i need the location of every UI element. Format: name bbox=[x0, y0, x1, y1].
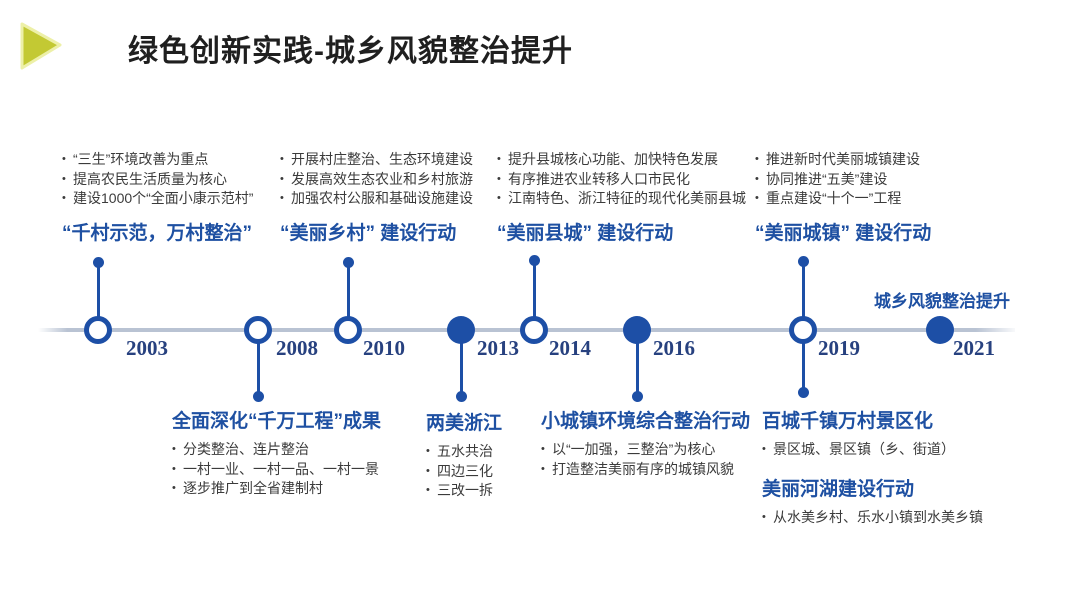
timeline-end-label: 城乡风貌整治提升 bbox=[874, 292, 1010, 311]
milestone-heading-2010: “美丽乡村” 建设行动 bbox=[280, 222, 457, 244]
bullet-item: 重点建设“十个一”工程 bbox=[755, 189, 931, 209]
timeline-stem-2008 bbox=[256, 342, 260, 394]
year-label-2003: 2003 bbox=[126, 336, 168, 360]
timeline-dot-2019-down bbox=[797, 387, 809, 398]
slide-title: 绿色创新实践-城乡风貌整治提升 bbox=[128, 35, 573, 68]
milestone-heading-2013: 两美浙江 bbox=[426, 413, 503, 434]
timeline-stem-2016 bbox=[635, 342, 639, 394]
bullet-item: 逐步推广到全省建制村 bbox=[172, 479, 381, 499]
bullet-item: 有序推进农业转移人口市民化 bbox=[497, 170, 746, 190]
timeline-node-2013 bbox=[447, 316, 475, 344]
bullet-item: 协同推进“五美”建设 bbox=[755, 170, 931, 190]
milestone-block-2003-above: “三生”环境改善为重点 提高农民生活质量为核心 建设1000个“全面小康示范村”… bbox=[62, 150, 253, 245]
bullet-item: 打造整洁美丽有序的城镇风貌 bbox=[541, 460, 750, 480]
timeline-dot-2010 bbox=[342, 257, 354, 268]
timeline-dot-2014 bbox=[528, 255, 540, 266]
timeline-stem-2013 bbox=[459, 342, 463, 394]
bullet-item: 开展村庄整治、生态环境建设 bbox=[280, 150, 473, 170]
year-label-2019: 2019 bbox=[818, 336, 860, 360]
timeline-dot-2008 bbox=[252, 391, 264, 402]
year-label-2016: 2016 bbox=[653, 336, 695, 360]
year-label-2008: 2008 bbox=[276, 336, 318, 360]
timeline-dot-2016 bbox=[631, 391, 643, 402]
milestone-heading-2008: 全面深化“千万工程”成果 bbox=[172, 411, 382, 432]
play-triangle-icon bbox=[20, 22, 62, 70]
milestone-heading-2019: “美丽城镇” 建设行动 bbox=[755, 222, 932, 244]
milestone-heading-2016: 小城镇环境综合整治行动 bbox=[541, 411, 751, 432]
milestone-heading-2019-rivers: 美丽河湖建设行动 bbox=[762, 478, 915, 500]
timeline-stem-2019-down bbox=[801, 342, 805, 390]
timeline-node-2003 bbox=[84, 316, 112, 344]
bullet-list-2008: 分类整治、连片整治 一村一业、一村一品、一村一景 逐步推广到全省建制村 bbox=[172, 440, 381, 499]
bullet-item: 提升县城核心功能、加快特色发展 bbox=[497, 150, 746, 170]
milestone-heading-2019-scenic: 百城千镇万村景区化 bbox=[762, 411, 934, 432]
timeline-node-2010 bbox=[334, 316, 362, 344]
bullet-item: 以“一加强，三整治”为核心 bbox=[541, 440, 750, 460]
bullet-item: 三改一拆 bbox=[426, 481, 502, 501]
timeline-node-2016 bbox=[623, 316, 651, 344]
bullet-item: 一村一业、一村一品、一村一景 bbox=[172, 460, 381, 480]
timeline-node-2008 bbox=[244, 316, 272, 344]
timeline-stem-2010 bbox=[346, 266, 350, 318]
bullet-list-2016: 以“一加强，三整治”为核心 打造整洁美丽有序的城镇风貌 bbox=[541, 440, 750, 479]
year-label-2013: 2013 bbox=[477, 336, 519, 360]
milestone-block-2016-below: 小城镇环境综合整治行动 以“一加强，三整治”为核心 打造整洁美丽有序的城镇风貌 bbox=[541, 406, 750, 479]
milestone-block-2019-above: 推进新时代美丽城镇建设 协同推进“五美”建设 重点建设“十个一”工程 “美丽城镇… bbox=[755, 150, 931, 245]
bullet-item: 加强农村公服和基础设施建设 bbox=[280, 189, 473, 209]
bullet-list-2003: “三生”环境改善为重点 提高农民生活质量为核心 建设1000个“全面小康示范村” bbox=[62, 150, 253, 209]
year-label-2010: 2010 bbox=[363, 336, 405, 360]
milestone-heading-2003: “千村示范，万村整治” bbox=[62, 222, 253, 244]
timeline-node-2021 bbox=[926, 316, 954, 344]
timeline-dot-2013 bbox=[455, 391, 467, 402]
year-label-2021: 2021 bbox=[953, 336, 995, 360]
bullet-list-2019-above: 推进新时代美丽城镇建设 协同推进“五美”建设 重点建设“十个一”工程 bbox=[755, 150, 931, 209]
bullet-item: 分类整治、连片整治 bbox=[172, 440, 381, 460]
bullet-item: 景区城、景区镇（乡、街道） bbox=[762, 440, 983, 460]
bullet-item: 江南特色、浙江特征的现代化美丽县城 bbox=[497, 189, 746, 209]
milestone-block-2019-below: 百城千镇万村景区化 景区城、景区镇（乡、街道） 美丽河湖建设行动 从水美乡村、乐… bbox=[762, 406, 983, 527]
milestone-block-2010-above: 开展村庄整治、生态环境建设 发展高效生态农业和乡村旅游 加强农村公服和基础设施建… bbox=[280, 150, 473, 245]
bullet-item: 推进新时代美丽城镇建设 bbox=[755, 150, 931, 170]
bullet-list-2014: 提升县城核心功能、加快特色发展 有序推进农业转移人口市民化 江南特色、浙江特征的… bbox=[497, 150, 746, 209]
bullet-list-2010: 开展村庄整治、生态环境建设 发展高效生态农业和乡村旅游 加强农村公服和基础设施建… bbox=[280, 150, 473, 209]
timeline-node-2014 bbox=[520, 316, 548, 344]
bullet-item: 发展高效生态农业和乡村旅游 bbox=[280, 170, 473, 190]
bullet-item: 四边三化 bbox=[426, 462, 502, 482]
bullet-list-2019-rivers: 从水美乡村、乐水小镇到水美乡镇 bbox=[762, 508, 983, 528]
bullet-item: 五水共治 bbox=[426, 442, 502, 462]
bullet-list-2019-scenic: 景区城、景区镇（乡、街道） bbox=[762, 440, 983, 460]
bullet-item: 建设1000个“全面小康示范村” bbox=[62, 189, 253, 209]
timeline-node-2019 bbox=[789, 316, 817, 344]
timeline-stem-2014 bbox=[532, 264, 536, 318]
milestone-block-2008-below: 全面深化“千万工程”成果 分类整治、连片整治 一村一业、一村一品、一村一景 逐步… bbox=[172, 406, 381, 499]
milestone-block-2014-above: 提升县城核心功能、加快特色发展 有序推进农业转移人口市民化 江南特色、浙江特征的… bbox=[497, 150, 746, 245]
bullet-list-2013: 五水共治 四边三化 三改一拆 bbox=[426, 442, 502, 501]
milestone-heading-2014: “美丽县城” 建设行动 bbox=[497, 222, 674, 244]
bullet-item: 提高农民生活质量为核心 bbox=[62, 170, 253, 190]
timeline-stem-2019-up bbox=[801, 265, 805, 318]
milestone-block-2013-below: 两美浙江 五水共治 四边三化 三改一拆 bbox=[426, 408, 502, 501]
year-label-2014: 2014 bbox=[549, 336, 591, 360]
timeline-dot-2003 bbox=[92, 257, 104, 268]
bullet-item: “三生”环境改善为重点 bbox=[62, 150, 253, 170]
timeline-dot-2019-up bbox=[797, 256, 809, 267]
bullet-item: 从水美乡村、乐水小镇到水美乡镇 bbox=[762, 508, 983, 528]
timeline-stem-2003 bbox=[96, 266, 100, 318]
